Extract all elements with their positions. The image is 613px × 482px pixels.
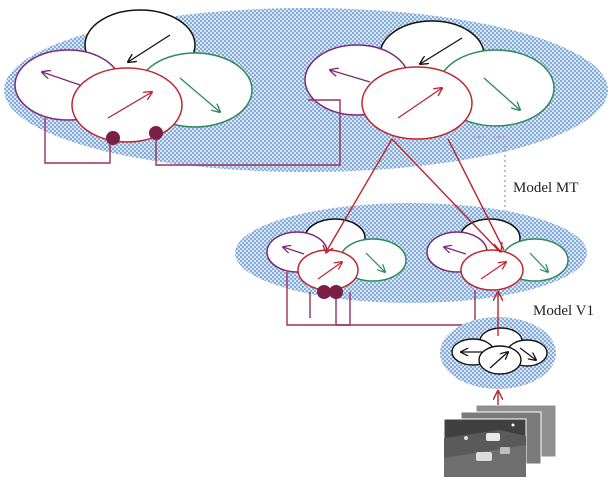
mt-v1-dotted-link xyxy=(468,136,506,232)
v1-right-cluster xyxy=(426,218,569,291)
input-cell xyxy=(478,345,522,375)
mt-red-cell xyxy=(361,66,473,140)
v1-purple-arrow xyxy=(444,247,467,255)
mt-synapse xyxy=(149,126,163,140)
mt-purple-arrow xyxy=(330,70,371,83)
v1-red-cell xyxy=(297,249,359,291)
mt-black-arrow xyxy=(128,34,171,62)
v1-mt-feedforward xyxy=(325,138,505,253)
v1-synapse xyxy=(329,285,343,299)
input-cluster xyxy=(451,327,548,375)
mt-lateral-connections xyxy=(44,99,341,166)
model-v1-label: Model V1 xyxy=(533,303,594,319)
v1-red-arrow xyxy=(480,262,506,280)
mt-synapse xyxy=(106,131,120,145)
v1-synapse xyxy=(317,285,331,299)
feedforward-arrowhead xyxy=(322,244,334,255)
v1-red-cell xyxy=(460,249,524,291)
v1-green-arrow xyxy=(529,252,548,272)
model-mt-label: Model MT xyxy=(513,180,578,196)
video-frames-image xyxy=(443,404,557,478)
mt-left-cluster xyxy=(14,9,253,143)
v1-green-arrow xyxy=(365,252,385,272)
feedforward-arrowhead xyxy=(493,241,503,254)
mt-red-cell xyxy=(71,67,183,143)
v1-lateral-connections xyxy=(286,272,476,326)
mt-black-arrow xyxy=(420,37,463,64)
v1-red-arrow xyxy=(317,262,342,280)
mt-purple-arrow xyxy=(42,72,81,86)
mt-red-arrow xyxy=(107,92,152,119)
v1-left-cluster xyxy=(266,218,407,291)
mt-right-cluster xyxy=(304,20,555,140)
v1-purple-arrow xyxy=(283,247,305,255)
mt-red-arrow xyxy=(397,88,442,119)
mt-green-arrow xyxy=(179,77,220,112)
mt-green-arrow xyxy=(483,77,520,110)
